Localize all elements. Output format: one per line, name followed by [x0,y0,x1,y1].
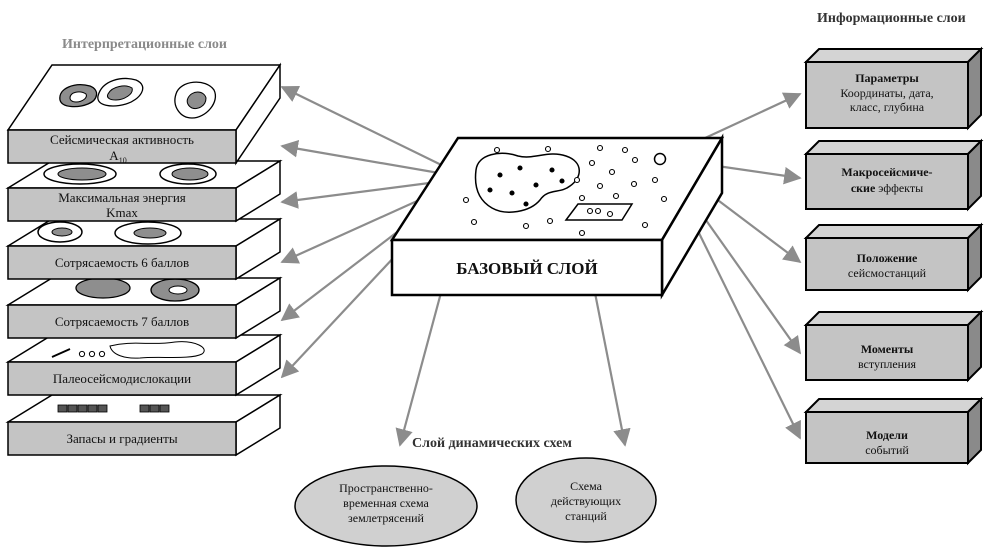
information-layer-boxes: Параметры Координаты, дата, класс, глуби… [803,46,984,466]
grid-cells-icon [57,404,170,413]
info-box-parameters-line-1: Координаты, дата, [840,86,933,100]
info-box-arrival-times: Моменты вступления [803,309,984,383]
scheme-stations-line-3: станций [565,509,607,523]
interp-layer-6-label: Запасы и градиенты [66,431,177,446]
scheme-active-stations: Схема действующих станций [515,457,657,543]
scheme-spacetime-line-3: землетрясений [348,511,425,525]
interpretation-layer-stack: Сейсмическая активность A10 Максимальная… [5,62,283,457]
base-layer-label: БАЗОВЫЙ СЛОЙ [456,259,598,278]
epicenter-dots [462,144,668,237]
info-box-station-positions: Положение сейсмостанций [803,222,984,293]
scheme-spacetime-line-1: Пространственно- [339,481,433,495]
interp-layer-3 [5,217,283,281]
interp-layer-5 [5,333,283,397]
dynamic-schemes-header: Слой динамических схем [412,436,572,451]
info-box-arrival-times-title: Моменты [861,342,914,356]
dynamic-scheme-ellipses: Пространственно- временная схема землетр… [294,457,657,547]
info-box-parameters-line-2: класс, глубина [850,100,925,114]
info-box-station-positions-title: Положение [857,251,918,265]
interp-layer-1-label-2: A10 [109,148,126,165]
scheme-spacetime-earthquakes: Пространственно- временная схема землетр… [294,465,478,547]
interpretation-layers-header: Интерпретационные слои [62,37,227,52]
selected-event-icon [653,152,667,166]
info-box-arrival-times-line-1: вступления [858,357,917,371]
info-box-event-models-line-1: событий [865,443,909,457]
interp-layer-6 [5,393,283,457]
interp-layer-2-label: Максимальная энергия [58,190,186,205]
info-box-parameters: Параметры Координаты, дата, класс, глуби… [803,46,984,131]
interp-layer-2-label-2: Kmax [106,205,138,220]
interp-layer-3-label: Сотрясаемость 6 баллов [55,255,189,270]
scheme-stations-line-2: действующих [551,494,621,508]
interp-layer-1 [6,62,282,166]
interp-layer-4 [5,276,283,340]
info-box-station-positions-line-1: сейсмостанций [848,266,927,280]
info-box-parameters-title: Параметры [855,71,919,85]
info-box-event-models-title: Модели [866,428,908,442]
scheme-stations-line-1: Схема [570,479,603,493]
interp-layer-4-label: Сотрясаемость 7 баллов [55,314,189,329]
base-layer-slab: БАЗОВЫЙ СЛОЙ [389,133,725,300]
info-box-macroseismic: Макросейсмиче- ские эффекты [803,138,984,212]
interp-layer-5-label: Палеосейсмодислокации [53,371,191,386]
info-box-macroseismic-title: Макросейсмиче- [841,165,932,179]
interp-layer-2 [5,159,283,223]
interp-layer-1-label: Сейсмическая активность [50,132,194,147]
scheme-spacetime-line-2: временная схема [343,496,429,510]
information-layers-header: Информационные слои [817,11,966,26]
info-box-macroseismic-line-2: ские эффекты [851,181,923,195]
info-box-event-models: Модели событий [803,396,984,466]
